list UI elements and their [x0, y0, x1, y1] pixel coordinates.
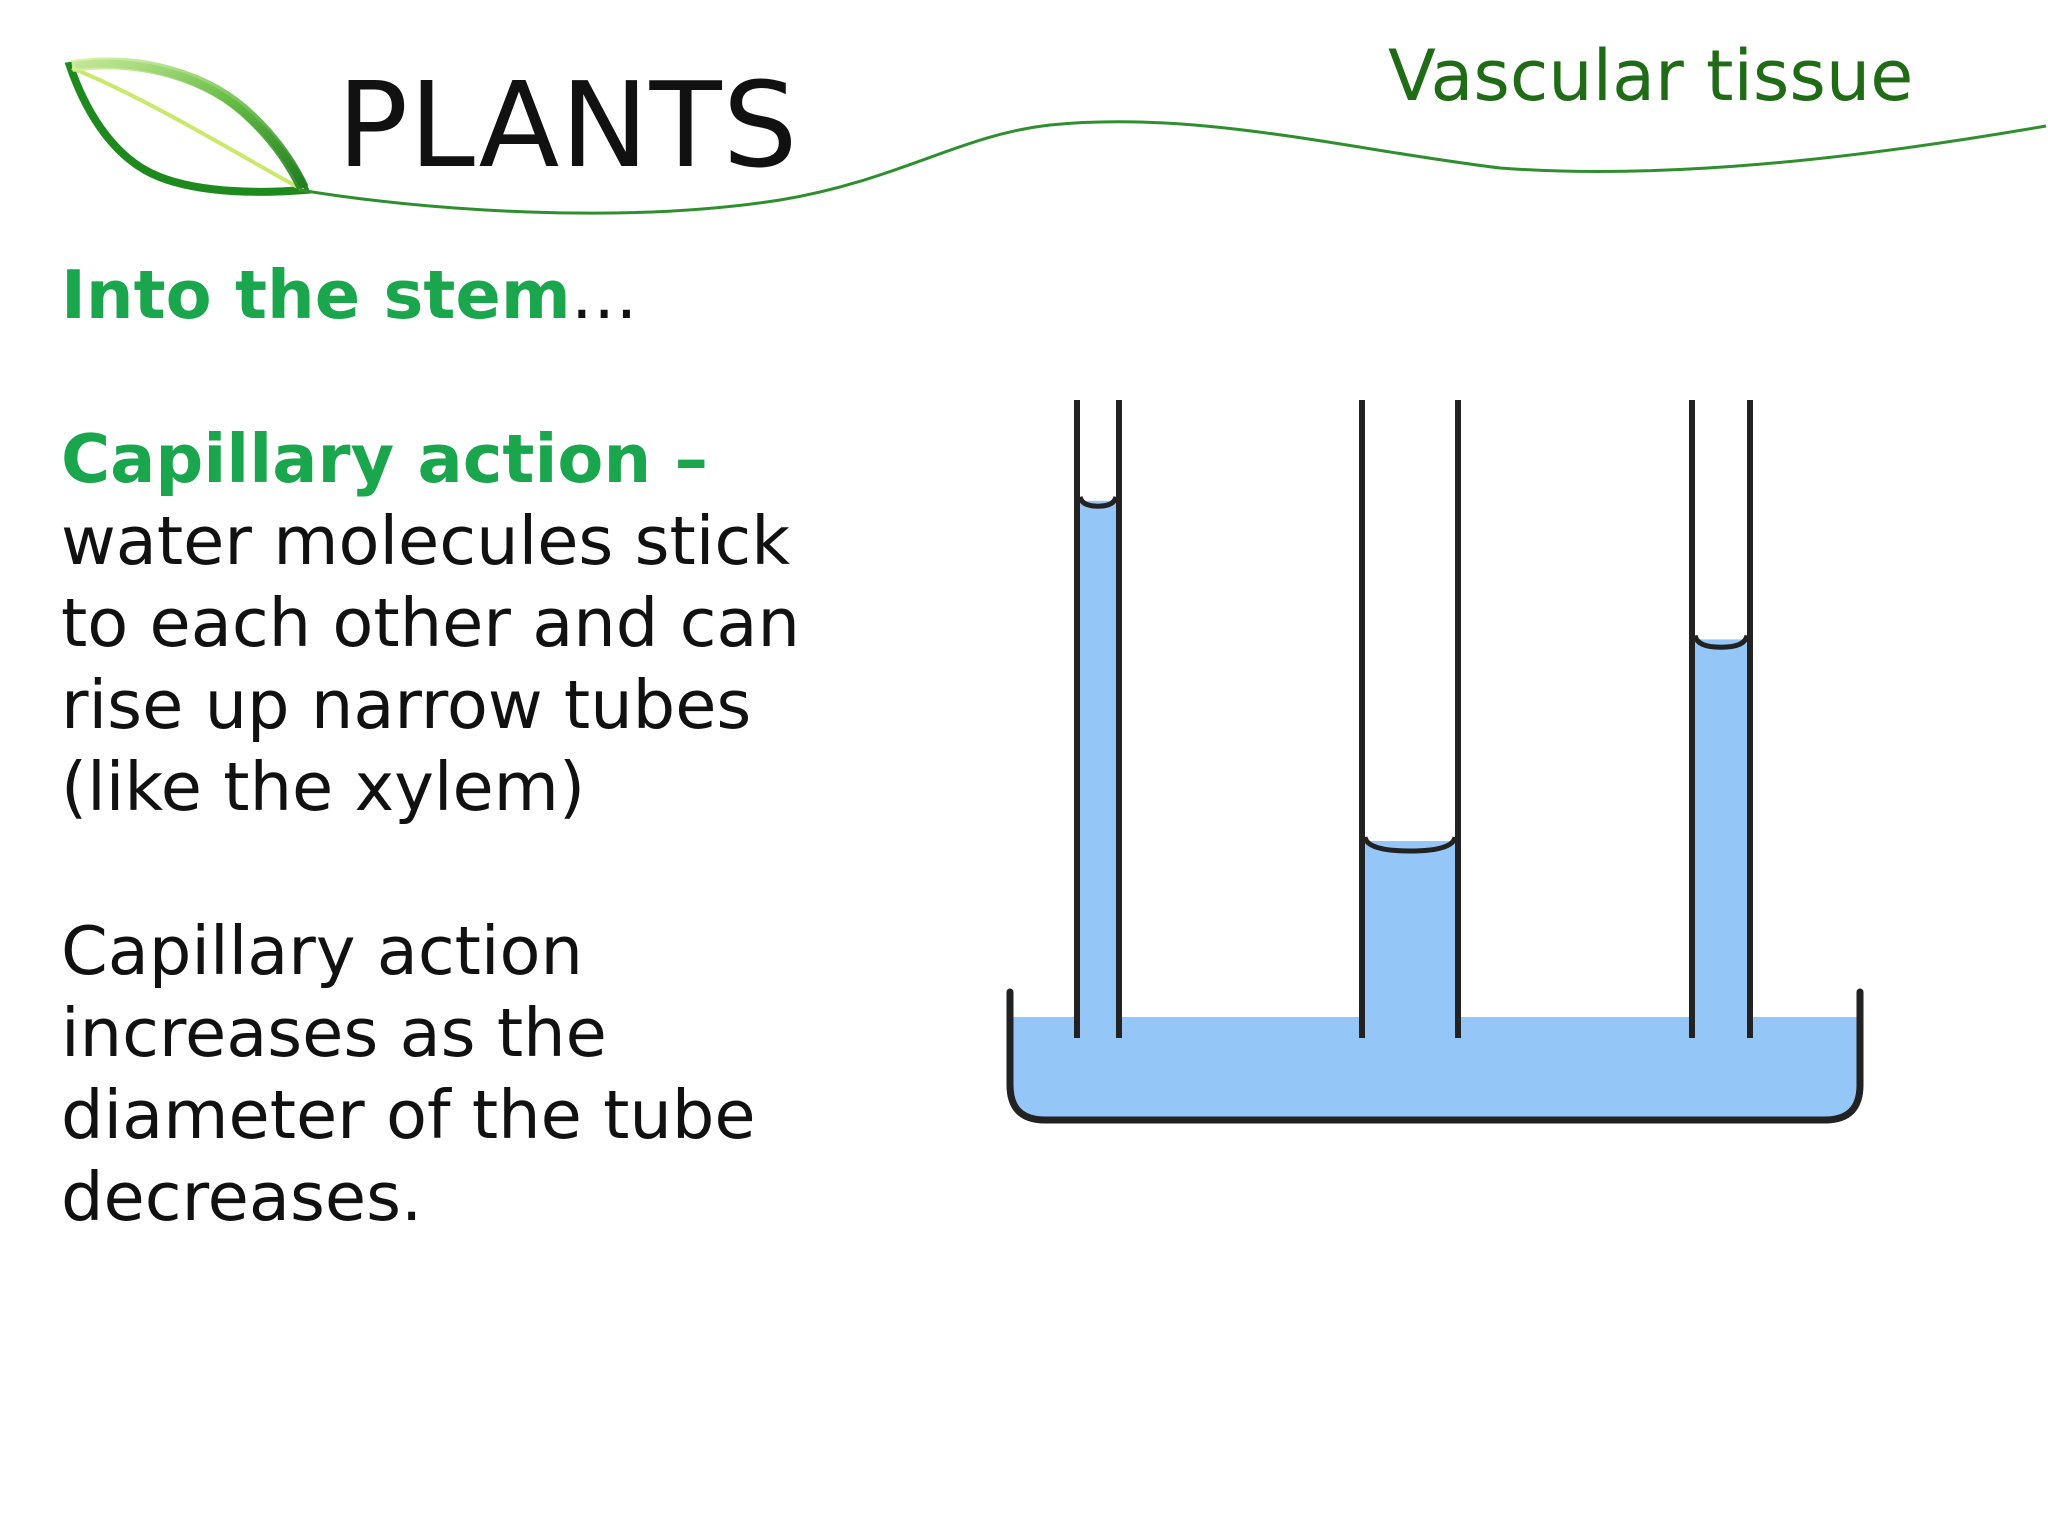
heading-ellipsis: …: [570, 256, 638, 334]
meniscus-narrow: [1077, 496, 1119, 509]
tube-water-narrow: [1080, 500, 1116, 1030]
heading-text: Into the stem: [61, 256, 571, 334]
note-line: Capillary action: [61, 912, 583, 990]
heading-into-the-stem: Into the stem…: [61, 254, 881, 336]
slide-title: PLANTS: [337, 56, 799, 194]
basin-water: [1010, 1017, 1860, 1120]
tube-water-wide: [1365, 841, 1455, 1030]
section-label: Vascular tissue: [1388, 35, 1914, 117]
definition-line: (like the xylem): [61, 748, 586, 826]
definition-line: rise up narrow tubes: [61, 666, 752, 744]
note-line: decreases.: [61, 1158, 423, 1236]
definition-line: to each other and can: [61, 584, 800, 662]
meniscus-wide: [1362, 836, 1458, 854]
leaf-logo-icon: [64, 57, 312, 196]
tube-water-medium: [1695, 639, 1747, 1030]
basin-outline: [1006, 988, 1864, 1124]
capillary-tubes-diagram: [1006, 400, 1864, 1124]
note-line: increases as the: [61, 994, 607, 1072]
capillary-note: Capillary action increases as the diamet…: [61, 910, 881, 1238]
header-decoration: [64, 57, 2047, 215]
note-line: diameter of the tube: [61, 1076, 756, 1154]
capillary-definition: Capillary action – water molecules stick…: [61, 418, 881, 828]
tube-wide: [1359, 400, 1461, 1038]
header-swoosh-line: [299, 120, 2047, 215]
definition-line: water molecules stick: [61, 502, 791, 580]
tube-medium: [1689, 400, 1753, 1038]
tube-narrow: [1074, 400, 1122, 1038]
term-label: Capillary action –: [61, 420, 708, 498]
meniscus-medium: [1692, 634, 1750, 650]
